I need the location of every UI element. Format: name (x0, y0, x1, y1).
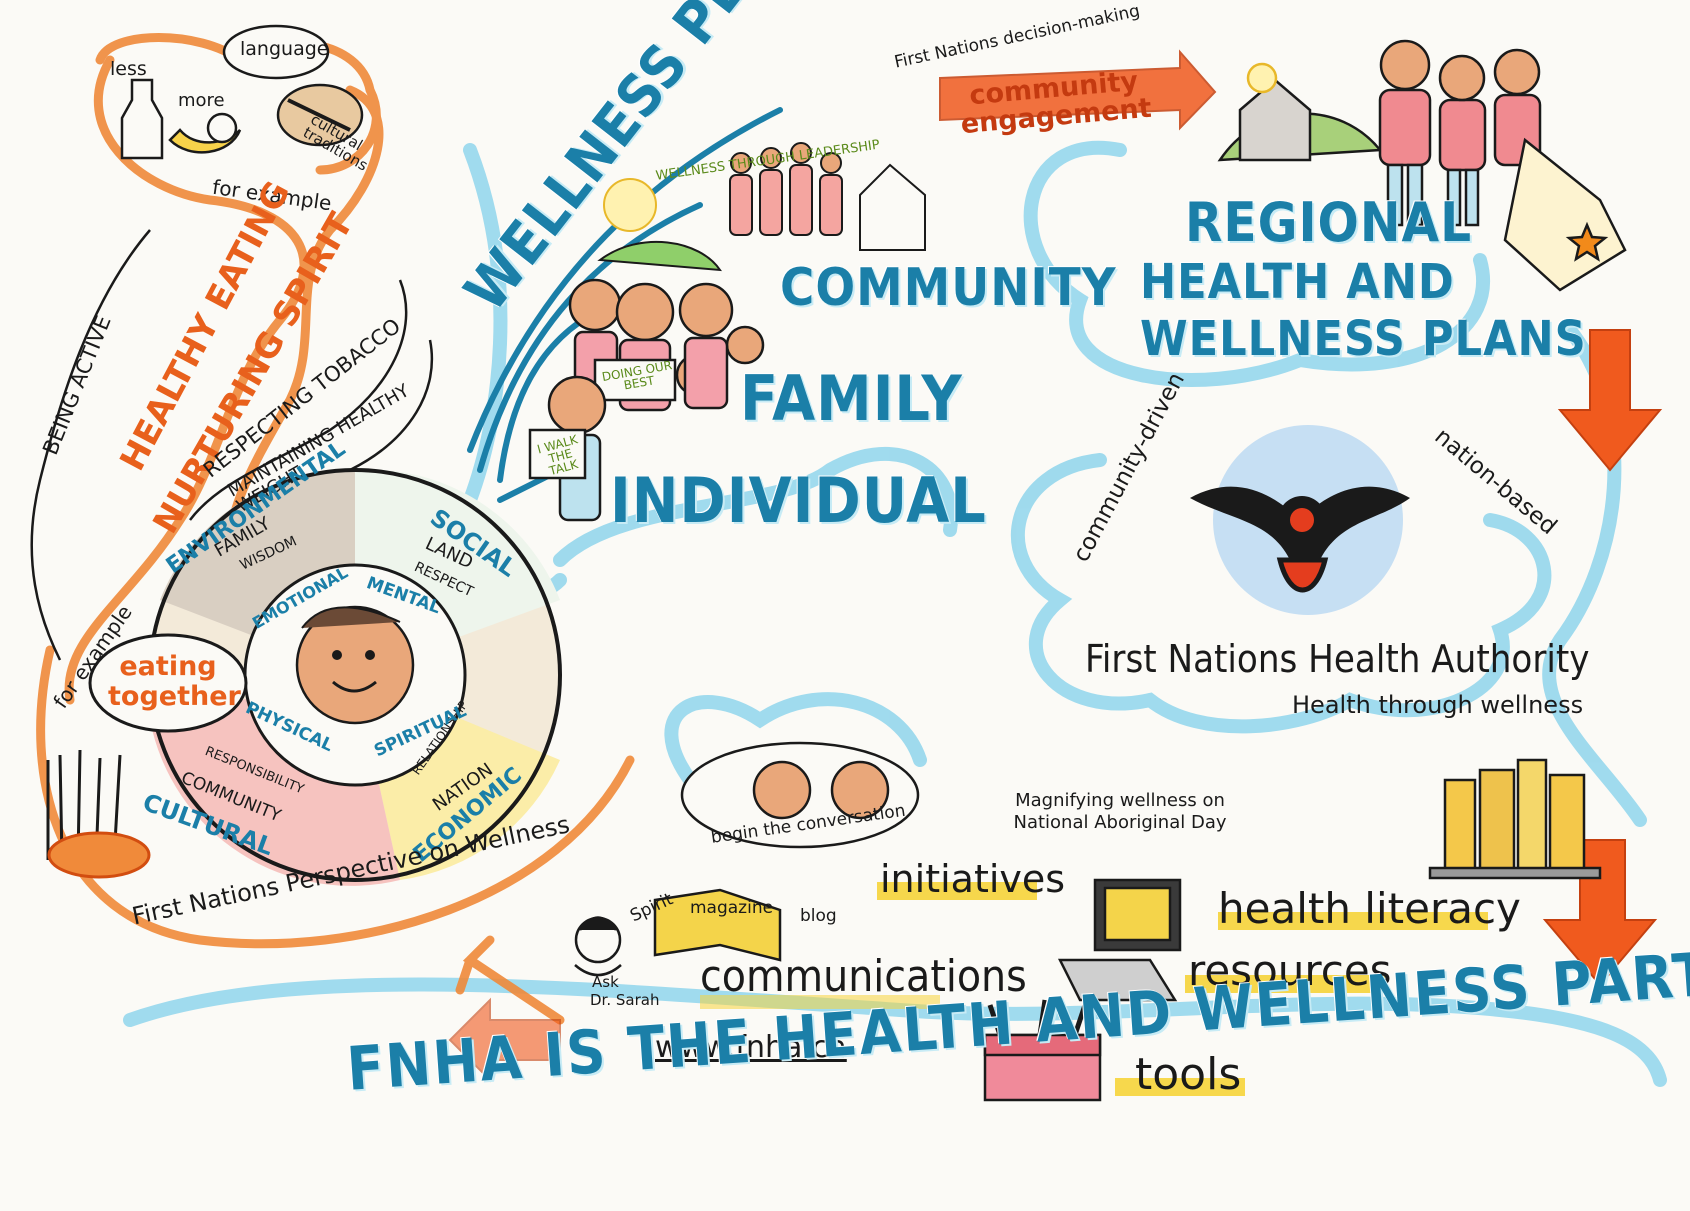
conversation-faces-icon (752, 760, 890, 820)
blog-label: blog (800, 906, 837, 926)
blue-swirl-bottom (123, 977, 1667, 1087)
arrow-left-bottom (448, 997, 561, 1083)
highlight-initiatives (877, 882, 1037, 900)
wellness-wheel (148, 468, 562, 886)
fruit-icon (168, 112, 242, 154)
arrow-down-1 (1557, 329, 1663, 472)
highlight-tools (1115, 1078, 1245, 1096)
communications-label: communications (700, 951, 1027, 1002)
level-individual: INDIVIDUAL (610, 464, 987, 537)
magazine-icon (653, 888, 782, 962)
language-bubble (222, 24, 330, 80)
ink-stream-active (30, 229, 151, 661)
magazine-label: magazine (690, 898, 774, 918)
individual-person-icon (528, 375, 607, 522)
fnha-tagline: Health through wellness (1292, 691, 1584, 719)
orange-arc-bottom (36, 645, 635, 949)
language-label: language (240, 38, 329, 60)
tools-label: tools (1135, 1049, 1242, 1100)
highlight-communications (700, 995, 940, 1009)
health-literacy-label: health literacy (1218, 884, 1521, 933)
books-icon (1428, 758, 1602, 880)
plan-stroke-2 (477, 202, 703, 473)
orange-stream-1 (64, 55, 309, 705)
dr-sarah-label: Dr. Sarah (590, 991, 660, 1009)
dr-sarah-avatar (574, 916, 622, 977)
highlight-resources (1185, 975, 1385, 993)
drum-icon (276, 83, 364, 147)
computer-icon (1057, 878, 1182, 1002)
fnha-url-link[interactable]: www.fnha.ca (655, 1030, 847, 1065)
fnha-name: First Nations Health Authority (1085, 637, 1590, 681)
more-label: more (178, 90, 225, 111)
arrow-down-2 (1542, 839, 1658, 987)
toolbox-icon (983, 999, 1102, 1102)
level-community: COMMUNITY (780, 258, 1117, 318)
plan-scroll-icon (1503, 137, 1627, 292)
eating-together-label: eating together (108, 651, 241, 712)
resources-label: resources (1188, 946, 1392, 995)
level-family: FAMILY (740, 362, 963, 435)
cutlery-icon (46, 749, 151, 879)
bottle-icon (120, 78, 164, 160)
community-people-icon (597, 142, 926, 272)
eating-bubble (88, 633, 248, 733)
regional-people-icon (1217, 39, 1542, 227)
blue-swirl-fnha-cloud (1010, 453, 1552, 734)
blue-swirl-top (1023, 140, 1490, 387)
less-label: less (110, 58, 147, 80)
regional-line-2: HEALTH AND (1140, 254, 1455, 310)
ink-stream-tobacco (189, 279, 408, 521)
magnifying-wellness-label: Magnifying wellness on National Aborigin… (1013, 790, 1227, 833)
arrow-engagement (939, 49, 1217, 131)
initiatives-label: initiatives (880, 857, 1066, 901)
fnha-logo-icon (1190, 425, 1410, 615)
ask-label: Ask (592, 973, 619, 991)
blue-swirl-conversation (664, 692, 927, 787)
regional-line-3: WELLNESS PLANS (1140, 311, 1587, 367)
family-people-icon (568, 278, 765, 412)
star-icon (1565, 221, 1609, 262)
regional-line-1: REGIONAL (1185, 191, 1473, 254)
orange-arrow-bottom (455, 935, 565, 1025)
highlight-health-literacy (1218, 912, 1488, 930)
orange-stream-2 (223, 85, 384, 585)
blue-swirl-middle (553, 446, 959, 567)
plan-stroke-1 (467, 107, 783, 453)
